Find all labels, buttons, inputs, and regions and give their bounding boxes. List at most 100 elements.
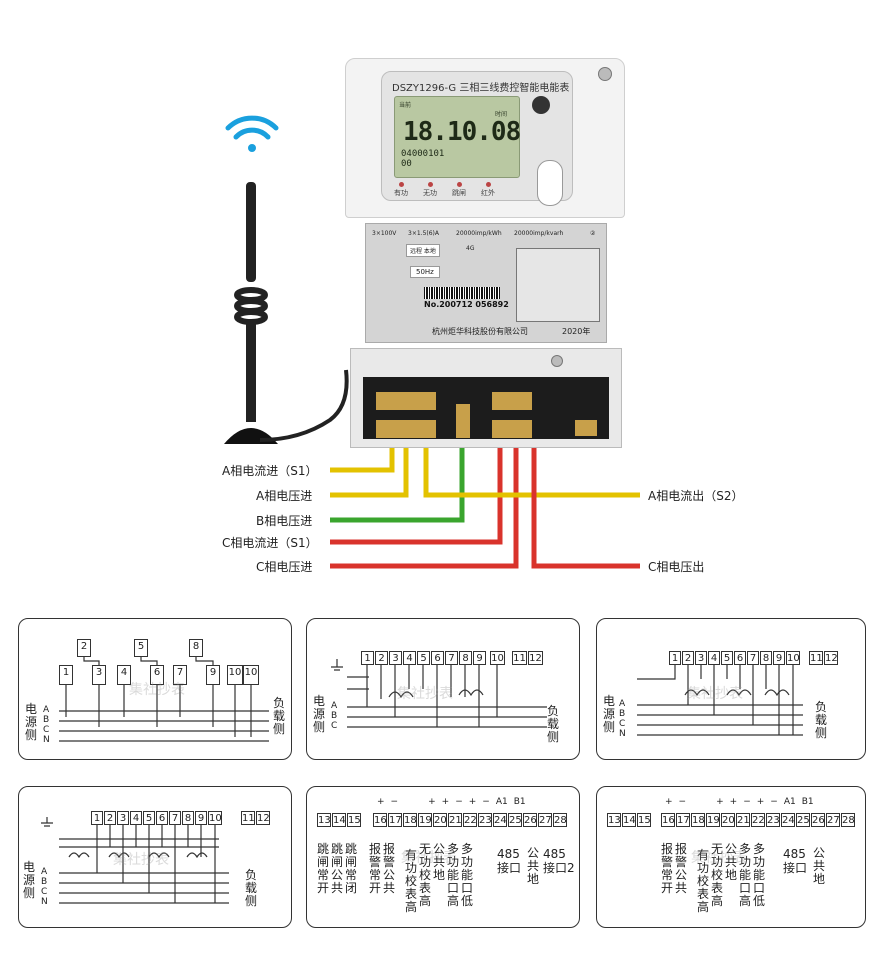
rating-voltage: 3×100V <box>372 230 397 237</box>
panel-2-lines <box>331 659 547 728</box>
led-trip: 跳闸 <box>452 182 466 198</box>
terminal-row: 1 2 3 4 5 6 7 8 9 10 11 12 <box>91 811 270 825</box>
lcd-code-2: 00 <box>401 159 412 169</box>
source-side-label: 电源侧 <box>25 702 38 742</box>
terminal-row-a: 13 14 15 <box>607 813 651 827</box>
wiring-schematic <box>516 248 600 322</box>
wire-label-a-current-in: A相电流进（S1） <box>222 464 318 478</box>
serial-number: No.200712 056892 <box>424 300 509 309</box>
terminal-box: 3 <box>92 665 106 685</box>
wire-c-voltage-in <box>330 448 519 569</box>
manufacture-year: 2020年 <box>562 327 591 336</box>
indicator-leds: 有功 无功 跳闸 红外 <box>394 182 495 198</box>
wire-label-a-current-out: A相电流出（S2） <box>648 489 744 503</box>
wifi-signal-icon <box>225 115 279 152</box>
watermark: 集社抄表 <box>113 852 169 868</box>
meter-model: DSZY1296-G 三相三线费控智能电能表 <box>392 83 570 94</box>
network-label: 4G <box>466 245 475 252</box>
common-ground-label: 公共地 <box>813 846 826 886</box>
wire-c-current-in <box>330 448 503 545</box>
common-ground-label: 公共地 <box>527 846 540 886</box>
wire-label-b-voltage-in: B相电压进 <box>256 514 313 528</box>
meter-upper-body: DSZY1296-G 三相三线费控智能电能表 当前 时间 18.10.08 04… <box>345 58 625 218</box>
watermark: 集社抄表 <box>397 686 453 702</box>
led-reactive: 无功 <box>423 182 437 198</box>
terminal-row: 1 2 3 4 5 6 7 8 9 10 11 12 <box>361 651 543 665</box>
terminal-box: 10 <box>227 665 243 685</box>
mode-label: 远程 本地 <box>406 244 440 257</box>
terminal-cells <box>376 392 597 438</box>
wire-b-voltage-in <box>330 448 465 523</box>
load-side-label: 负载侧 <box>273 696 286 736</box>
wire-label-c-voltage-in: C相电压进 <box>256 560 313 574</box>
screw-icon <box>598 67 612 81</box>
constant-reactive: 20000imp/kvarh <box>514 230 564 237</box>
wire-label-c-voltage-out: C相电压出 <box>648 560 705 574</box>
rating-current: 3×1.5(6)A <box>408 230 439 237</box>
wiring-illustration <box>224 115 640 569</box>
terminal-row-b: 16 17 18 19 20 21 22 23 24 25 26 27 28 <box>373 813 567 827</box>
lcd-digits: 18.10.08 <box>403 117 521 147</box>
brand-logo-icon <box>532 96 550 114</box>
display-button[interactable] <box>537 160 563 206</box>
terminal-row: 1 2 3 4 5 6 7 8 9 10 11 12 <box>669 651 838 665</box>
source-side-label: 电源侧 <box>603 694 616 734</box>
watermark: 集社抄表 <box>691 850 747 866</box>
auxiliary-terminal-panel-2: 13 14 15 16 17 18 19 20 21 22 23 24 25 2… <box>596 786 866 928</box>
terminal-box: 2 <box>77 639 91 657</box>
terminal-box: 7 <box>173 665 187 685</box>
display-frame: DSZY1296-G 三相三线费控智能电能表 当前 时间 18.10.08 04… <box>381 71 573 206</box>
load-side-label: 负载侧 <box>245 868 258 908</box>
lcd-code: 04000101 <box>401 149 445 159</box>
wire-c-voltage-out <box>531 448 640 569</box>
wires <box>330 448 640 569</box>
load-side-label: 负载侧 <box>547 704 560 744</box>
terminal-row-a: 13 14 15 <box>317 813 361 827</box>
wire-a-current-out <box>423 448 640 498</box>
wire-label-a-voltage-in: A相电压进 <box>256 489 313 503</box>
constant-active: 20000imp/kWh <box>456 230 502 237</box>
electricity-meter: DSZY1296-G 三相三线费控智能电能表 当前 时间 18.10.08 04… <box>345 58 625 448</box>
terminal-box: 6 <box>150 665 164 685</box>
terminal-row-b: 16 17 18 19 20 21 22 23 24 25 26 27 28 <box>661 813 855 827</box>
source-side-label: 电源侧 <box>313 694 326 734</box>
watermark: 集社抄表 <box>129 682 185 698</box>
terminal-box: 8 <box>189 639 203 657</box>
frequency-label: 50Hz <box>410 266 440 278</box>
lcd-display: 当前 时间 18.10.08 04000101 00 <box>394 96 521 178</box>
lcd-label-left: 当前 <box>399 102 412 109</box>
seal-screw-icon <box>551 355 563 367</box>
auxiliary-terminal-panel-1: 13 14 15 16 17 18 19 20 21 22 23 24 25 2… <box>306 786 580 928</box>
terminal-box: 5 <box>134 639 148 657</box>
antenna-icon <box>224 182 349 444</box>
barcode <box>424 287 500 299</box>
led-active: 有功 <box>394 182 408 198</box>
wire-a-voltage-in <box>330 448 409 498</box>
panel-3-lines <box>637 665 803 736</box>
terminal-box: 1 <box>59 665 73 685</box>
terminal-box: 10 <box>243 665 259 685</box>
manufacturer: 杭州炬华科技股份有限公司 <box>432 327 528 336</box>
panel-1-lines <box>59 657 269 742</box>
watermark: 集社抄表 <box>401 850 457 866</box>
terminal-box: 4 <box>117 665 131 685</box>
terminal-functions: 报警常开 报警公共 有功校表高 无功校表高 公共地 多功能口高 多功能口低 <box>661 842 766 914</box>
watermark: 集社抄表 <box>687 686 743 702</box>
source-side-label: 电源侧 <box>23 860 36 900</box>
panel-4-lines <box>41 817 229 904</box>
accuracy-class: ② <box>590 230 596 237</box>
wire-a-current-in <box>330 448 395 473</box>
